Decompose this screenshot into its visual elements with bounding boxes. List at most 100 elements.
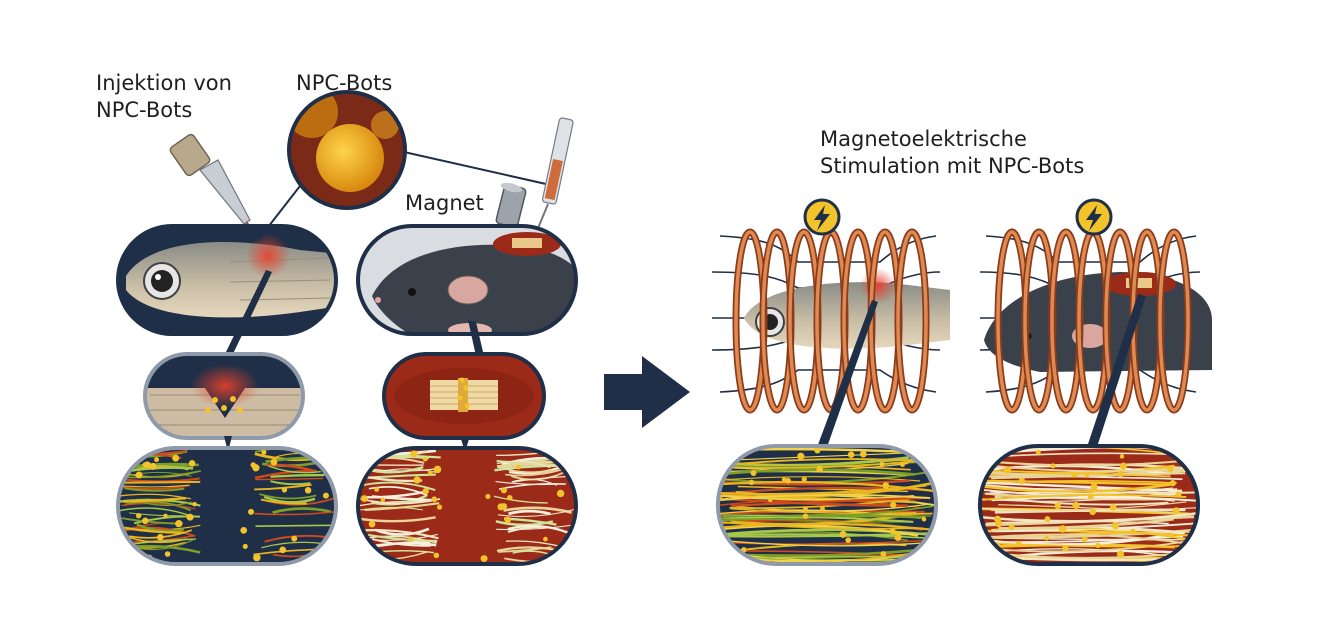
nerve-fiber <box>986 530 1186 546</box>
npc-bot-dot <box>164 551 171 557</box>
nerve-fiber <box>729 498 910 509</box>
nerve-fiber <box>255 524 335 527</box>
npc-bot-dot <box>1054 502 1062 510</box>
npc-bot-dot <box>882 482 890 489</box>
npc-bot-dot <box>847 451 855 458</box>
nerve-fiber <box>980 483 1171 493</box>
coil-turn-highlight <box>896 230 928 412</box>
npc-bot-dot <box>797 452 805 460</box>
npc-bot-dot <box>380 497 386 502</box>
nerve-fiber <box>991 496 1197 502</box>
nerve-fiber <box>980 493 1187 502</box>
nerve-fiber <box>719 476 921 482</box>
nerve-fiber <box>728 497 908 507</box>
fish-nerve-panel <box>116 446 338 566</box>
nerve-fiber <box>270 480 311 486</box>
npc-bot-dot <box>135 512 142 519</box>
npc-bot-dot <box>242 543 248 549</box>
nerve-fiber <box>129 512 184 517</box>
nerve-fiber <box>998 517 1174 530</box>
npc-bot-dot <box>413 476 421 484</box>
nerve-fiber <box>980 479 1171 486</box>
mouse-nerve-panel <box>356 446 578 566</box>
nerve-fiber <box>718 539 936 545</box>
npc-bot-dot <box>1175 491 1182 498</box>
nerve-fiber <box>370 465 424 474</box>
npc-bot-dot <box>543 536 548 542</box>
npc-bot-dot <box>480 555 488 563</box>
nerve-fiber <box>358 506 424 511</box>
nerve-fiber <box>718 516 914 523</box>
nerve-fiber <box>505 468 564 477</box>
npc-bot-dot <box>816 465 823 473</box>
nerve-fiber <box>268 465 321 474</box>
npc-bot-dot <box>1044 516 1051 523</box>
npc-bot-dot <box>895 531 900 537</box>
npc-bot-dot <box>1172 507 1180 515</box>
nerve-fiber <box>260 498 307 505</box>
npc-bot-dot <box>820 506 825 512</box>
nerve-fiber <box>728 540 934 547</box>
stimulation-label-line2: Stimulation mit NPC-Bots <box>820 154 1085 178</box>
npc-bot-dot <box>422 487 429 495</box>
nerve-fiber <box>118 480 201 484</box>
npc-bot-dot <box>880 551 887 557</box>
npc-bot-dot <box>1016 540 1022 546</box>
nerve-fiber <box>718 522 936 531</box>
npc-bot-dot <box>253 553 261 562</box>
nerve-fiber <box>124 500 192 512</box>
npc-bot-dot <box>1035 449 1041 455</box>
npc-bot-dot <box>730 556 735 561</box>
npc-bot-dot <box>261 449 267 455</box>
fish-zoom-panel <box>143 352 305 440</box>
stimulation-label-line1: Magnetoelektrische <box>820 127 1027 151</box>
npc-bot-dot <box>410 450 418 458</box>
nerve-fiber <box>983 481 1183 493</box>
nerve-fiber <box>118 483 191 490</box>
npc-bot-dot <box>1058 525 1067 533</box>
npc-bot-dot <box>240 527 248 534</box>
nerve-fiber <box>998 460 1179 467</box>
npc-bot-dot <box>1119 454 1125 459</box>
nerve-fiber <box>718 521 924 530</box>
npc-bot-dot <box>172 454 180 462</box>
nerve-fiber <box>259 493 317 500</box>
npc-bot-dot <box>1072 501 1080 510</box>
npc-bot-dot <box>436 504 443 510</box>
nerve-fiber <box>990 542 1192 548</box>
npc-bot-dot <box>1018 477 1026 485</box>
npc-bot-dot <box>291 535 298 542</box>
npc-bot-dot <box>879 461 885 467</box>
nerve-fiber <box>270 473 325 478</box>
npc-bot-dot <box>928 463 936 472</box>
npc-bot-dot <box>1081 536 1088 543</box>
nerve-fiber <box>503 506 572 514</box>
npc-bot-dot <box>1071 471 1078 478</box>
npc-bot-dot <box>1116 550 1125 558</box>
npc-bot-dot <box>433 552 440 559</box>
nerve-fiber <box>368 486 428 497</box>
npc-bot-dot <box>839 530 847 538</box>
npc-bot-dot <box>142 462 148 468</box>
nerve-fiber <box>493 495 548 504</box>
nerve-fiber <box>254 510 336 516</box>
nerve-fiber <box>371 495 432 502</box>
npc-bot-dot <box>422 456 428 462</box>
npc-bot-dot <box>802 513 809 520</box>
npc-bot-dot <box>427 470 433 476</box>
lightning-icon <box>1075 198 1113 236</box>
npc-bot-closeup <box>287 90 407 210</box>
nerve-fiber <box>254 469 318 480</box>
npc-bot-dot <box>149 462 157 470</box>
nerve-fiber <box>372 538 432 547</box>
nerve-fiber <box>124 526 185 534</box>
npc-bot-dot <box>1169 480 1176 487</box>
mouse-zoom-panel <box>382 352 546 440</box>
npc-bot-dot <box>368 520 376 528</box>
npc-bot-dot <box>748 479 755 486</box>
npc-bot-dot <box>141 517 149 525</box>
syringe-icon <box>533 117 574 239</box>
npc-bot-dot <box>556 489 565 498</box>
npc-bot-dot <box>186 513 194 521</box>
npc-bot-dot <box>803 506 808 512</box>
